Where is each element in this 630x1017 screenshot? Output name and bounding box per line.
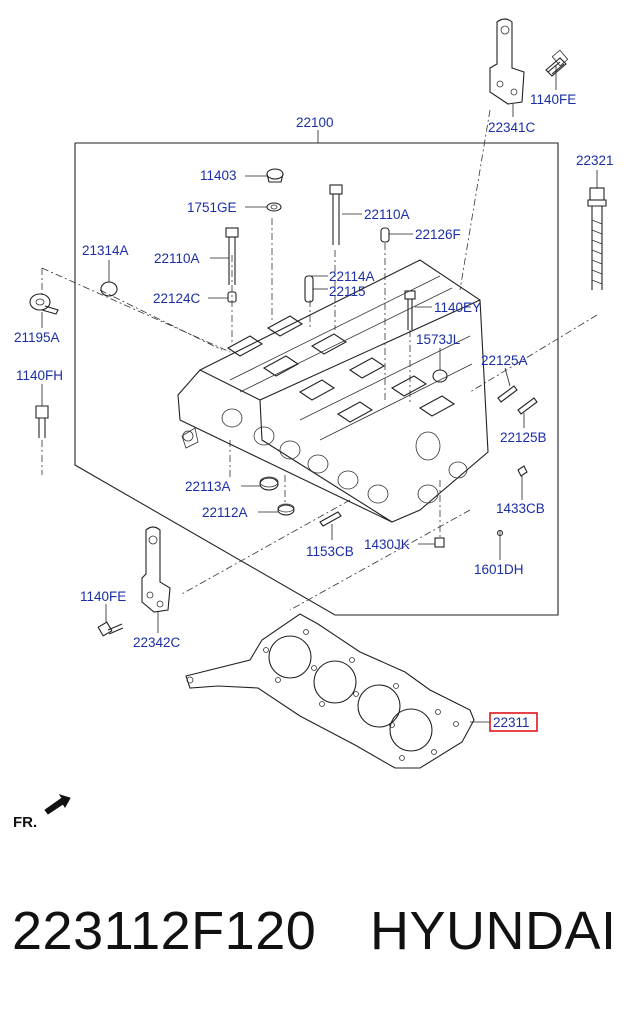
label-22342c: 22342C [133,635,181,650]
port-holes [221,408,468,504]
part-labels: 22100 22341C 1140FE 22321 11403 1751GE 2… [13,92,614,831]
seal-22112a [258,503,295,516]
exploded-parts-diagram: 22100 22341C 1140FE 22321 11403 1751GE 2… [13,18,614,831]
pin-22126f [380,227,413,243]
label-22114a: 22114A [329,269,375,284]
label-22311[interactable]: 22311 [493,715,530,730]
stud-1153cb [319,511,342,540]
head-gasket-22311 [185,613,490,769]
bolt-1140fh [35,384,49,438]
label-22112a: 22112A [202,505,248,520]
highlight-box-22311 [489,712,538,732]
bracket-21195a [29,293,59,328]
label-22126f: 22126F [415,227,461,242]
pin-1601dh [496,529,504,560]
label-22100: 22100 [296,115,334,130]
label-1573jl: 1573JL [416,332,461,347]
front-arrow-icon [44,794,71,815]
label-22125b: 22125B [500,430,547,445]
label-21195a: 21195A [14,330,60,345]
bolt-22110a-right [329,184,362,245]
plug-21314a [100,260,118,297]
part-number: 223112F120 [12,901,317,961]
seal-22113a [241,476,279,491]
cylinder-head [177,259,489,523]
label-1140fe-bottom: 1140FE [80,589,126,604]
bolt-22110a-left [210,227,239,285]
label-11403: 11403 [200,168,237,183]
label-22110a-left: 22110A [154,251,200,266]
pin-1433cb [517,465,528,500]
label-22113a: 22113A [185,479,231,494]
label-1430jk: 1430JK [364,537,410,552]
stud-22125b [517,397,538,428]
caption-bar: 223112F120 HYUNDAI [0,900,630,980]
brand-name: HYUNDAI [370,901,617,961]
plug-11403 [245,168,284,183]
label-1140ey: 1140EY [434,300,481,315]
label-1601dh: 1601DH [474,562,524,577]
label-22341c: 22341C [488,120,536,135]
label-1433cb: 1433CB [496,501,545,516]
bracket-22342c [141,526,171,633]
label-22321: 22321 [576,153,614,168]
bolt-1140fe-bottom [97,604,124,637]
assembly-outline [74,130,559,616]
label-1751ge: 1751GE [187,200,237,215]
bracket-22341c [489,18,525,117]
label-1140fh: 1140FH [16,368,63,383]
stud-22125a [497,367,518,403]
plug-1430jk [418,537,445,548]
label-1153cb: 1153CB [306,544,354,559]
bolt-22321 [587,170,607,290]
label-22110a-right: 22110A [364,207,410,222]
bolt-1140fe-top [545,49,569,90]
label-22115: 22115 [329,284,366,299]
dowel-22124c [208,291,237,303]
bearing-caps [226,315,456,423]
label-1140fe-top: 1140FE [530,92,576,107]
plug-1573jl [432,348,448,383]
label-22125a: 22125A [481,353,528,368]
front-label: FR. [13,814,37,831]
gasket-1751ge [245,202,282,212]
dowel-22114a [304,275,328,303]
label-21314a: 21314A [82,243,129,258]
label-22124c: 22124C [153,291,201,306]
